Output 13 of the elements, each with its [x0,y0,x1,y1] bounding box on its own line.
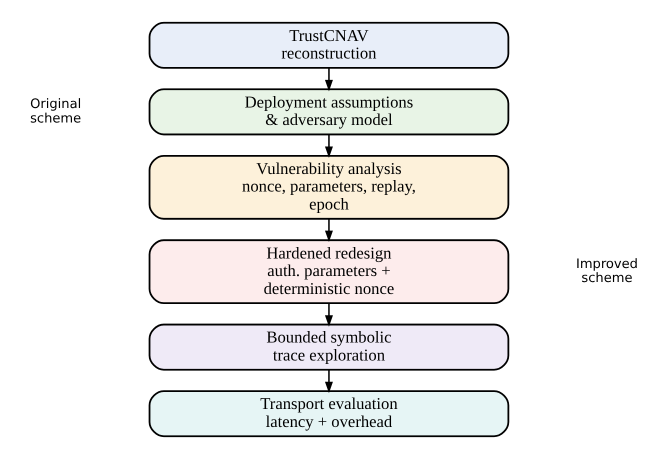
arrow [324,134,333,158]
node-box: Transport evaluation latency + overhead [148,390,510,437]
node-box: Bounded symbolic trace exploration [148,323,510,370]
arrow [324,370,333,393]
node-box: Vulnerability analysis nonce, parameters, replay, epoch [148,154,510,220]
node-box: Hardened redesign auth. parameters + deterministic nonce [148,238,510,304]
node-box: Deployment assumptions & adversary model [148,88,510,135]
label: Improved scheme [576,256,638,286]
node-box: TrustCNAV reconstruction [148,21,510,68]
arrow [324,218,333,242]
arrow [324,68,333,91]
arrow [324,302,333,326]
label: Original scheme [30,96,82,126]
